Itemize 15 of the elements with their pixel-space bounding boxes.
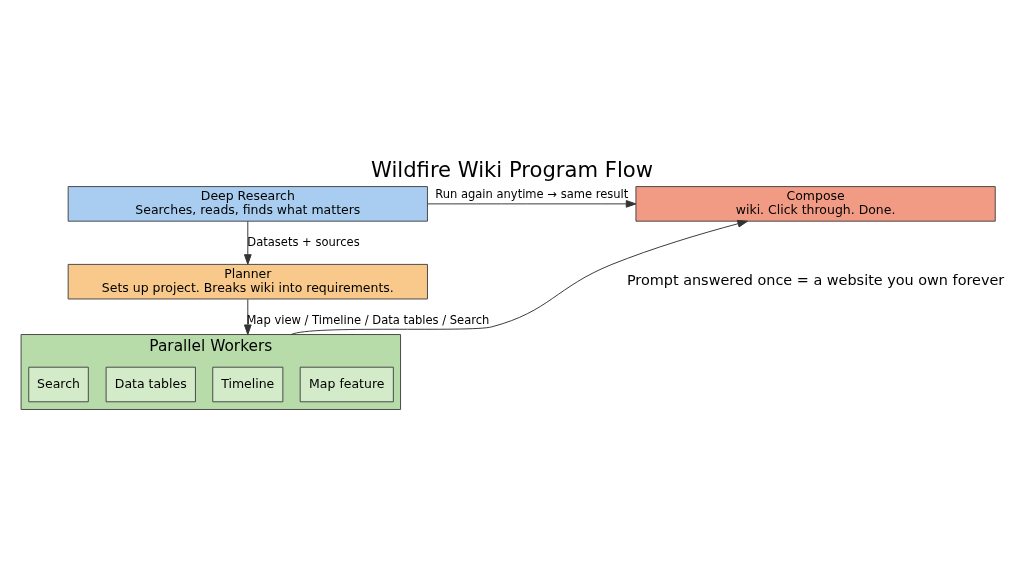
caption: Prompt answered once = a website you own forever: [626, 271, 1005, 288]
edge-label: Map view / Timeline / Data tables / Search: [246, 312, 490, 327]
node-box: Data tables: [105, 366, 196, 402]
edge-label: Datasets + sources: [247, 234, 360, 249]
node-box: Deep Research Searches, reads, finds what matters: [67, 185, 428, 222]
diagram-title: Wildfire Wiki Program Flow: [371, 156, 653, 182]
edge-label: Run again anytime → same result: [435, 186, 629, 201]
arrow: [243, 220, 252, 265]
arrow: [427, 199, 637, 208]
arrow: [290, 219, 748, 335]
node-box: Search: [28, 366, 89, 402]
node-box: Timeline: [212, 366, 284, 402]
node-box: Map feature: [299, 366, 394, 402]
node-box: Compose wiki. Click through. Done.: [635, 185, 996, 222]
node-box: Planner Sets up project. Breaks wiki into requirements.: [67, 263, 428, 299]
